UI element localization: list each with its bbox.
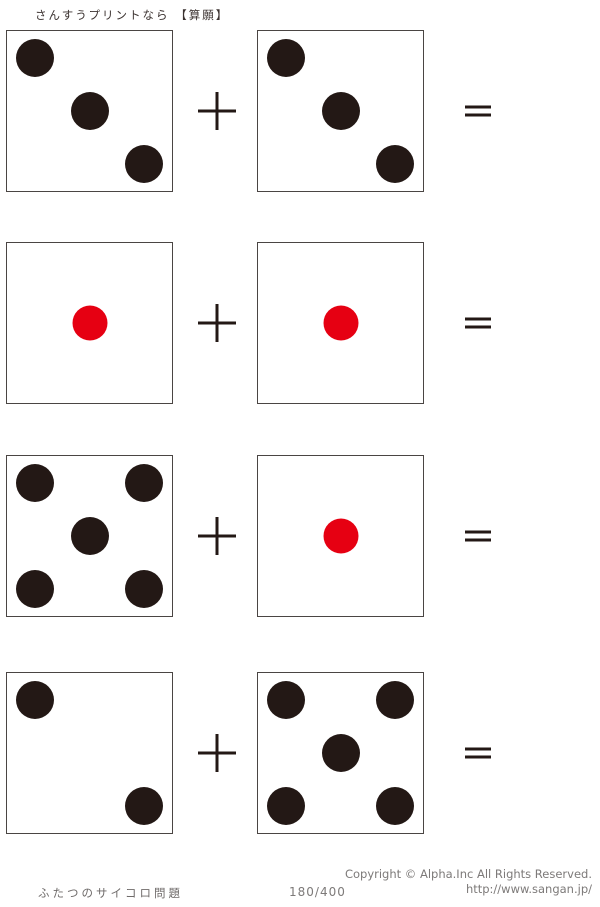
equals-top-bar [465,105,491,109]
left-die [6,242,173,404]
left-die [6,672,173,834]
equals-top-bar [465,317,491,321]
equals-top-bar [465,530,491,534]
right-die [257,30,424,192]
die-pip [124,569,163,608]
plus-horizontal-bar [198,534,236,538]
plus-operator [198,304,236,342]
dice-equation-row [0,242,600,404]
plus-horizontal-bar [198,751,236,755]
die-pip [375,681,414,720]
equals-bottom-bar [465,538,491,542]
copyright-text: Copyright © Alpha.Inc All Rights Reserve… [344,867,592,881]
dice-equation-row [0,672,600,834]
dice-equation-row [0,455,600,617]
dice-equation-row [0,30,600,192]
page-title: さんすうプリントなら 【算願】 [35,8,230,22]
plus-horizontal-bar [198,321,236,325]
equals-operator [465,317,491,329]
plus-operator [198,517,236,555]
equals-bottom-bar [465,755,491,759]
die-pip [124,144,163,183]
die-pip [375,144,414,183]
die-pip [16,464,55,503]
equals-top-bar [465,747,491,751]
footer-copyright-block: Copyright © Alpha.Inc All Rights Reserve… [345,867,592,897]
die-pip [267,786,306,825]
equals-operator [465,530,491,542]
equals-operator [465,747,491,759]
die-pip [124,464,163,503]
die-pip [323,518,358,554]
plus-operator [198,92,236,130]
die-pip [72,305,107,341]
right-die [257,455,424,617]
plus-horizontal-bar [198,109,236,113]
footer-worksheet-name: ふたつのサイコロ問題 [38,886,183,900]
equals-bottom-bar [465,325,491,329]
site-url: http://www.sangan.jp/ [465,882,592,896]
die-pip [70,517,109,555]
die-pip [16,569,55,608]
right-die [257,242,424,404]
left-die [6,30,173,192]
die-pip [267,681,306,720]
equals-operator [465,105,491,117]
plus-operator [198,734,236,772]
die-pip [16,681,55,720]
die-pip [16,39,55,78]
die-pip [267,39,306,78]
die-pip [321,734,360,772]
die-pip [375,786,414,825]
die-pip [70,92,109,130]
equals-bottom-bar [465,113,491,117]
left-die [6,455,173,617]
die-pip [321,92,360,130]
die-pip [323,305,358,341]
footer-page-number: 180/400 [289,885,346,899]
die-pip [124,786,163,825]
right-die [257,672,424,834]
